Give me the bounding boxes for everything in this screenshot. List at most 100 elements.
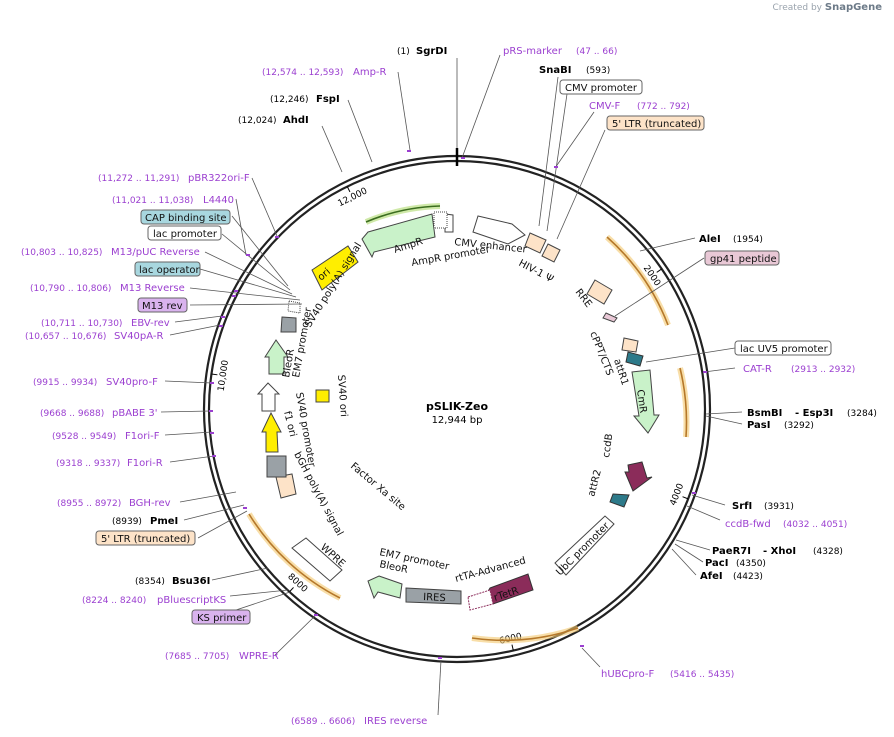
feature-hiv1-psi[interactable] xyxy=(541,243,561,263)
primer-range: (2913 .. 2932) xyxy=(791,365,855,375)
feature-label: ccdB xyxy=(601,433,615,459)
enzyme-extra: - Esp3I xyxy=(795,408,833,419)
primer-label[interactable]: Amp-R xyxy=(353,67,387,78)
primer-range: (8224 .. 8240) xyxy=(82,596,146,606)
primer-range: (4032 .. 4051) xyxy=(783,520,847,530)
primer-label[interactable]: SV40pA-R xyxy=(114,331,163,342)
enzyme-label[interactable]: PaeR7I xyxy=(712,546,751,557)
feature-bleor-upper[interactable] xyxy=(264,339,289,375)
enzyme-pos: (8939) xyxy=(112,517,142,527)
label-box-bg xyxy=(704,250,780,266)
primer-label[interactable]: EBV-rev xyxy=(131,318,170,329)
feature-sv40-promoter[interactable] xyxy=(256,382,281,412)
feature-rre[interactable] xyxy=(586,279,613,305)
primer-label[interactable]: CMV-F xyxy=(589,101,620,112)
primer-label[interactable]: CAT-R xyxy=(743,364,772,375)
label-box[interactable]: lac UV5 promoter xyxy=(734,340,832,356)
enzyme-label[interactable]: AfeI xyxy=(700,571,723,582)
primer-label[interactable]: F1ori-F xyxy=(125,431,160,442)
feature-em7-upper[interactable] xyxy=(287,300,301,314)
label-box-text: KS primer xyxy=(197,613,247,624)
enzyme-label[interactable]: BsmBI xyxy=(747,408,782,419)
primer-label[interactable]: pBABE 3' xyxy=(112,408,158,419)
feature-sv40-ori[interactable] xyxy=(315,389,330,403)
enzyme-label[interactable]: PmeI xyxy=(150,516,178,527)
feature-shapes xyxy=(256,211,660,611)
feature-attr1[interactable] xyxy=(625,351,644,367)
enzyme-label[interactable]: PacI xyxy=(705,558,728,569)
enzyme-label[interactable]: FspI xyxy=(316,94,340,105)
primer-label[interactable]: BGH-rev xyxy=(129,498,171,509)
primer-range: (772 .. 792) xyxy=(637,102,690,112)
label-box[interactable]: KS primer xyxy=(191,609,251,625)
label-box-text: CAP binding site xyxy=(145,213,227,224)
feature-ires[interactable] xyxy=(405,587,462,605)
primer-label[interactable]: IRES reverse xyxy=(364,716,427,727)
tick-label: 4000 xyxy=(669,482,687,507)
label-box[interactable]: gp41 peptide xyxy=(704,250,780,266)
primer-label[interactable]: M13 Reverse xyxy=(120,283,185,294)
enzyme-label[interactable]: AleI xyxy=(699,234,721,245)
primer-range: (9668 .. 9688) xyxy=(40,409,104,419)
primer-label[interactable]: M13/pUC Reverse xyxy=(111,247,200,258)
primer-label[interactable]: pBR322ori-F xyxy=(188,173,250,184)
feature-ampr[interactable] xyxy=(361,213,436,259)
feature-cmv-enhancer[interactable] xyxy=(472,215,526,245)
feature-rtta-tail[interactable] xyxy=(467,589,494,611)
label-box-text: CMV promoter xyxy=(565,83,638,94)
label-box-bg xyxy=(191,609,251,625)
feature-cmr[interactable] xyxy=(631,369,660,434)
primer-label[interactable]: L4440 xyxy=(203,195,234,206)
enzyme-pos: (12,246) xyxy=(270,95,309,105)
enzyme-label[interactable]: Bsu36I xyxy=(172,576,210,587)
primer-label[interactable]: ccdB-fwd xyxy=(725,519,771,530)
feature-f1-ori[interactable] xyxy=(261,411,282,453)
primer-range: (47 .. 66) xyxy=(576,47,617,57)
enzyme-pos: (3931) xyxy=(764,502,794,512)
feature-ampr-promoter[interactable] xyxy=(433,211,448,229)
primer-label[interactable]: pBluescriptKS xyxy=(157,595,226,606)
label-box-bg xyxy=(95,530,196,546)
enzyme-label[interactable]: SgrDI xyxy=(416,46,447,57)
feature-attr2[interactable] xyxy=(609,493,630,508)
enzyme-label[interactable]: SrfI xyxy=(732,501,752,512)
enzyme-pos: (8354) xyxy=(135,577,165,587)
enzyme-label[interactable]: PasI xyxy=(747,420,770,431)
feature-wpre[interactable] xyxy=(291,537,343,582)
primer-label[interactable]: WPRE-R xyxy=(239,651,279,662)
primer-range: (7685 .. 7705) xyxy=(165,652,229,662)
feature-ori[interactable] xyxy=(311,245,359,291)
feature-label: Factor Xa site xyxy=(348,461,407,513)
feature-label: attR2 xyxy=(586,469,604,498)
label-box[interactable]: CMV promoter xyxy=(559,79,643,95)
feature-ccdb[interactable] xyxy=(624,461,653,492)
label-box[interactable]: CAP binding site xyxy=(140,209,231,225)
feature-5ltr-lower[interactable] xyxy=(275,473,297,499)
feature-ubc-promoter[interactable] xyxy=(554,515,615,576)
primer-label[interactable]: hUBCpro-F xyxy=(601,669,654,680)
label-box[interactable]: 5' LTR (truncated) xyxy=(95,530,196,546)
primer-range: (11,272 .. 11,291) xyxy=(98,174,179,184)
primer-range: (8955 .. 8972) xyxy=(57,499,121,509)
leader-lines xyxy=(160,54,743,716)
enzyme-label[interactable]: SnaBI xyxy=(539,65,571,76)
feature-sv40-polya[interactable] xyxy=(280,316,297,333)
label-box[interactable]: lac operator xyxy=(134,261,201,277)
primer-marks xyxy=(209,150,707,659)
primer-label[interactable]: SV40pro-F xyxy=(106,377,158,388)
feature-gp41[interactable] xyxy=(602,312,618,323)
label-box[interactable]: lac promoter xyxy=(147,225,222,241)
feature-bleor-lower[interactable] xyxy=(367,575,403,600)
primer-label[interactable]: pRS-marker xyxy=(503,46,563,57)
label-box-bg xyxy=(606,115,705,131)
primer-label[interactable]: F1ori-R xyxy=(127,458,163,469)
feature-bgh-polya[interactable] xyxy=(266,455,287,478)
enzyme-label[interactable]: AhdI xyxy=(283,115,309,126)
primer-range: (10,803 .. 10,825) xyxy=(21,248,102,258)
tick-label: 10,000 xyxy=(217,359,231,392)
label-box[interactable]: 5' LTR (truncated) xyxy=(606,115,705,131)
tick-mark xyxy=(289,587,294,593)
feature-5ltr[interactable] xyxy=(524,232,547,254)
label-box[interactable]: M13 rev xyxy=(137,297,188,313)
feature-cppt[interactable] xyxy=(621,337,639,353)
